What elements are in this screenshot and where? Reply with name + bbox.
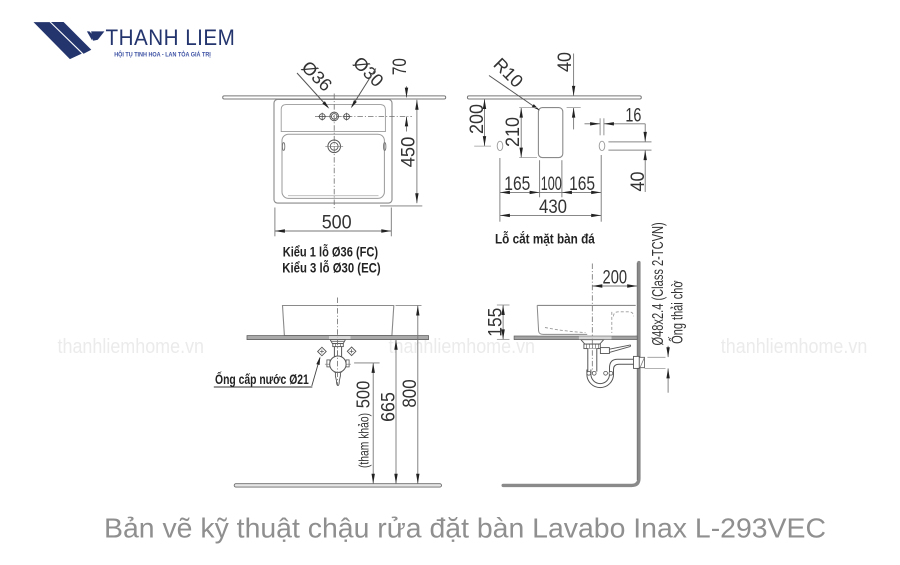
svg-text:165: 165 xyxy=(504,174,530,195)
svg-text:R10: R10 xyxy=(489,54,526,91)
svg-text:Kiểu 3 lỗ Ø30 (EC): Kiểu 3 lỗ Ø30 (EC) xyxy=(282,260,380,276)
svg-text:430: 430 xyxy=(539,197,567,218)
svg-text:450: 450 xyxy=(398,137,419,168)
svg-text:THANH LIEM: THANH LIEM xyxy=(106,25,236,50)
svg-text:16: 16 xyxy=(625,105,641,126)
svg-text:HỘI TỤ TINH HOA - LAN TỎA GIÁ: HỘI TỤ TINH HOA - LAN TỎA GIÁ TRỊ xyxy=(114,50,211,58)
svg-text:thanhliemhome.vn: thanhliemhome.vn xyxy=(58,335,205,358)
svg-text:40: 40 xyxy=(555,52,576,72)
svg-text:70: 70 xyxy=(390,58,411,75)
svg-text:800: 800 xyxy=(400,379,421,407)
svg-text:200: 200 xyxy=(603,267,628,288)
svg-text:Ống thải chờ: Ống thải chờ xyxy=(668,280,686,344)
svg-text:thanhliemhome.vn: thanhliemhome.vn xyxy=(721,335,868,358)
svg-text:500: 500 xyxy=(322,213,352,234)
svg-text:Ống cấp nước Ø21: Ống cấp nước Ø21 xyxy=(215,370,309,387)
svg-text:210: 210 xyxy=(503,117,524,147)
svg-text:Bản vẽ kỹ thuật chậu rửa đặt b: Bản vẽ kỹ thuật chậu rửa đặt bàn Lavabo … xyxy=(104,512,826,543)
svg-text:Ø48x2.4 (Class 2-TCVN): Ø48x2.4 (Class 2-TCVN) xyxy=(650,222,667,345)
svg-text:thanhliemhome.vn: thanhliemhome.vn xyxy=(389,335,536,358)
svg-text:665: 665 xyxy=(379,392,400,422)
svg-text:40: 40 xyxy=(628,172,649,192)
svg-text:Ø36: Ø36 xyxy=(298,57,336,95)
svg-text:Kiểu 1 lỗ Ø36 (FC): Kiểu 1 lỗ Ø36 (FC) xyxy=(283,243,378,259)
svg-text:Lỗ cắt mặt bàn đá: Lỗ cắt mặt bàn đá xyxy=(495,229,595,246)
svg-text:500: 500 xyxy=(353,381,373,409)
svg-text:200: 200 xyxy=(467,104,488,134)
svg-text:155: 155 xyxy=(485,308,506,337)
svg-text:100: 100 xyxy=(541,174,562,195)
svg-text:(tham khảo): (tham khảo) xyxy=(356,413,371,468)
svg-text:Ø30: Ø30 xyxy=(349,53,387,91)
svg-text:165: 165 xyxy=(569,174,595,195)
